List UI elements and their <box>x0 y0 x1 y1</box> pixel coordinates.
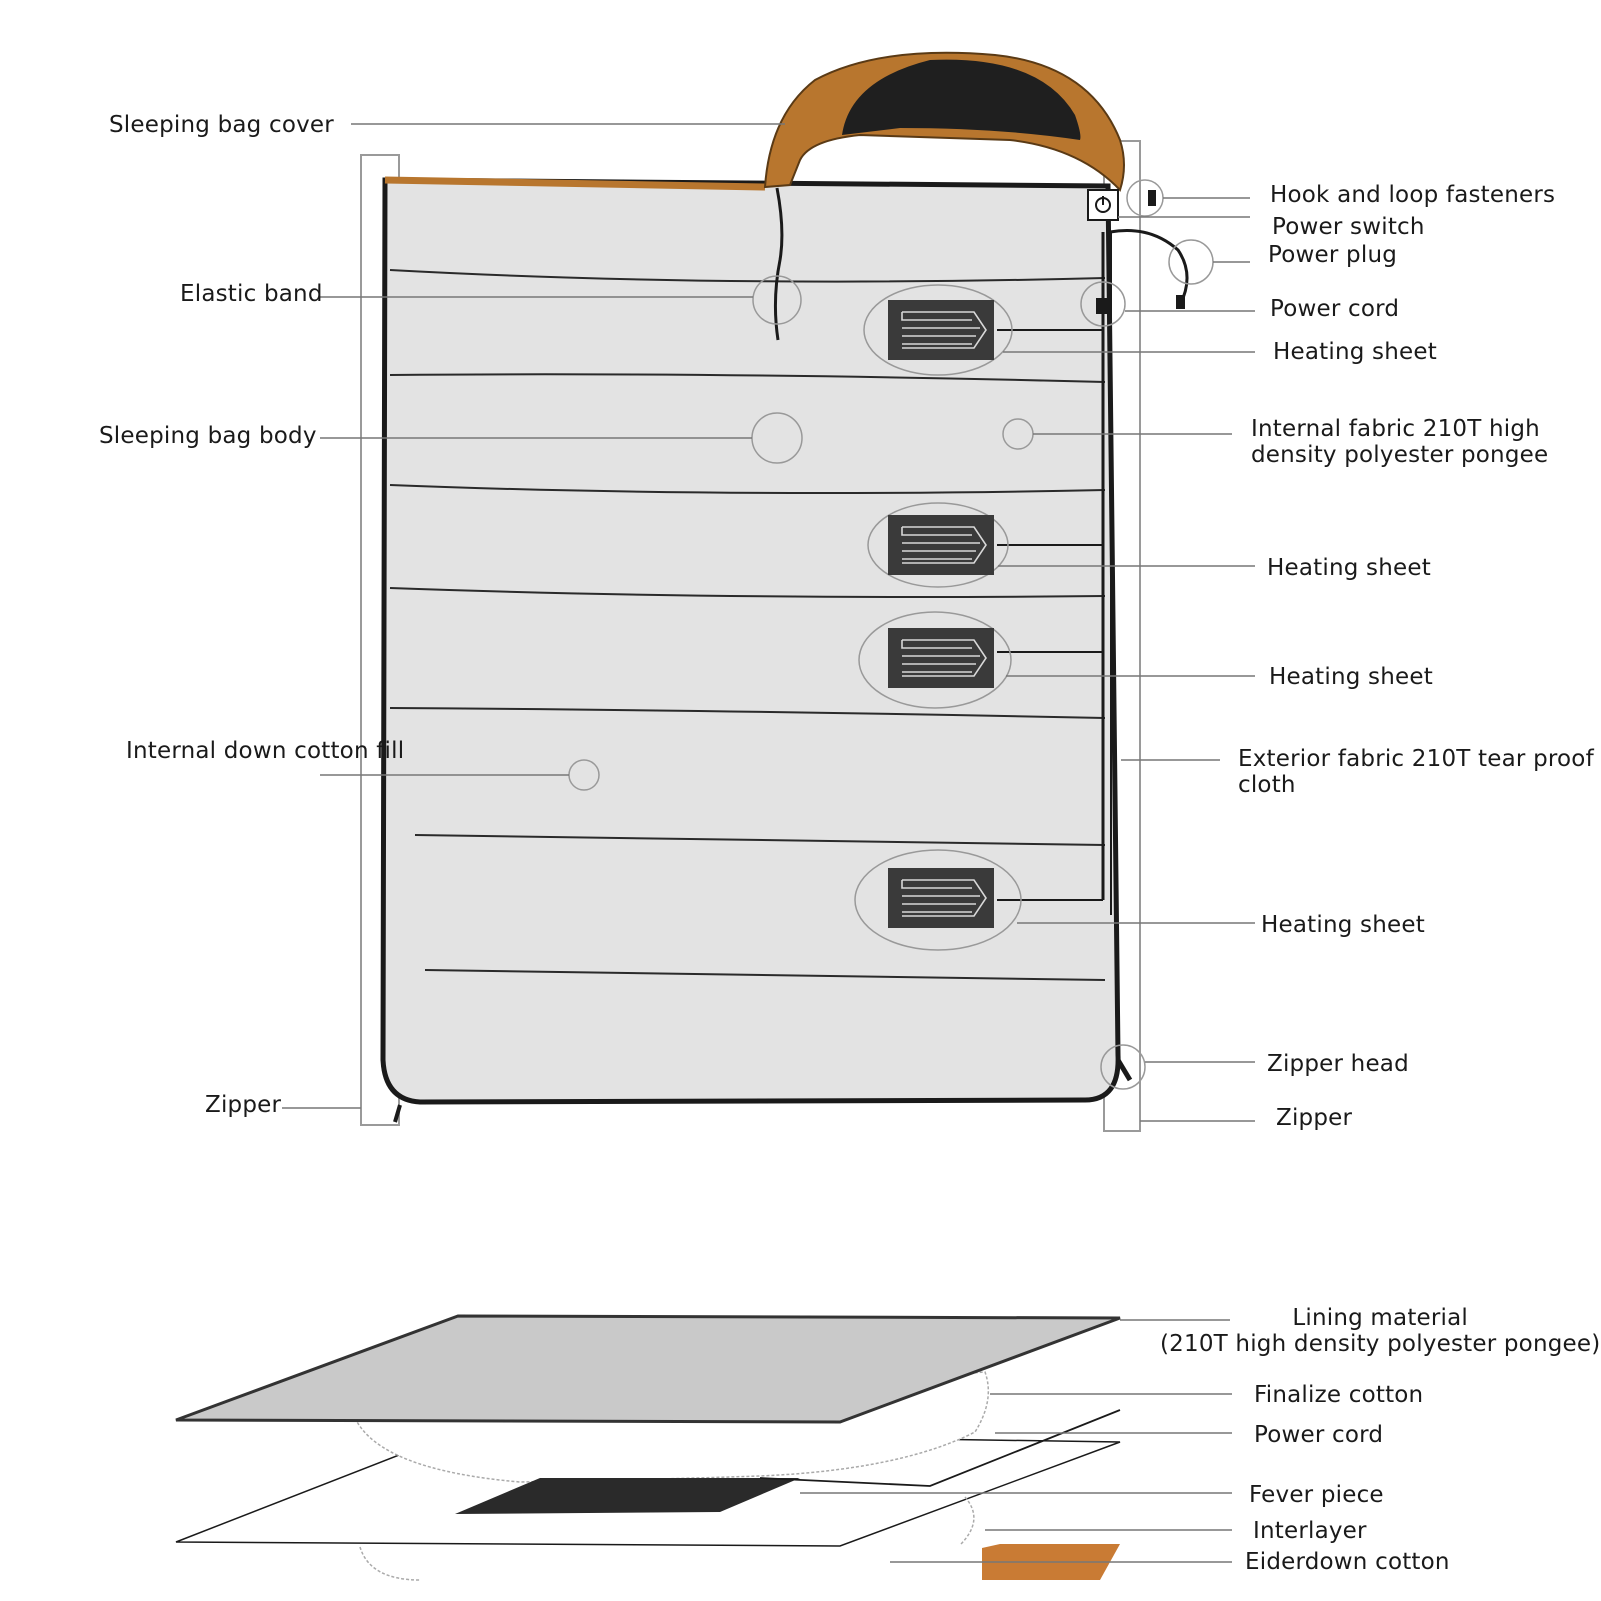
label-sleeping-bag-cover: Sleeping bag cover <box>109 112 334 138</box>
quilting-lines <box>389 269 1106 981</box>
label-zipper-left: Zipper <box>205 1092 282 1118</box>
label-power-plug: Power plug <box>1268 242 1398 268</box>
label-power-cord: Power cord <box>1270 296 1400 322</box>
label-interlayer: Interlayer <box>1253 1518 1367 1544</box>
layer-power-cord <box>759 1409 1121 1487</box>
internal-fabric-line1: Internal fabric 210T high <box>1251 416 1540 442</box>
cover-top-edge <box>384 176 766 191</box>
label-fever-piece: Fever piece <box>1249 1482 1384 1508</box>
label-lining-material: Lining material (210T high density polye… <box>1160 1305 1600 1357</box>
label-hook-and-loop-fasteners: Hook and loop fasteners <box>1270 182 1556 208</box>
elastic-band <box>773 187 784 341</box>
label-elastic-band: Elastic band <box>180 281 323 307</box>
label-zipper-head: Zipper head <box>1267 1051 1409 1077</box>
internal-fabric-line2: density polyester pongee <box>1251 442 1549 468</box>
lining-material <box>175 1314 1121 1424</box>
label-eiderdown-cotton: Eiderdown cotton <box>1245 1549 1450 1575</box>
power-plug-cord <box>1109 228 1189 306</box>
label-sleeping-bag-body: Sleeping bag body <box>99 423 317 449</box>
label-internal-fabric: Internal fabric 210T high density polyes… <box>1251 416 1548 468</box>
label-exterior-fabric: Exterior fabric 210T tear proof cloth <box>1238 746 1594 798</box>
fever-piece <box>455 1478 800 1514</box>
label-heating-sheet-2: Heating sheet <box>1267 555 1431 581</box>
leader-lines <box>282 123 1255 1122</box>
lining-material-line2: (210T high density polyester pongee) <box>1160 1331 1601 1357</box>
label-finalize-cotton: Finalize cotton <box>1254 1382 1424 1408</box>
hood-opening <box>842 59 1081 140</box>
label-internal-down-cotton-fill: Internal down cotton fill <box>126 738 405 764</box>
lining-material-line1: Lining material <box>1292 1305 1469 1331</box>
label-heating-sheet-3: Heating sheet <box>1269 664 1433 690</box>
sleeping-bag-body <box>380 177 1121 1105</box>
label-heating-sheet-4: Heating sheet <box>1261 912 1425 938</box>
label-heating-sheet-1: Heating sheet <box>1273 339 1437 365</box>
label-power-switch: Power switch <box>1272 214 1425 240</box>
layer-diagram <box>175 1314 1232 1581</box>
exterior-fabric-line1: Exterior fabric 210T tear proof <box>1238 746 1594 772</box>
exterior-fabric-line2: cloth <box>1238 772 1296 798</box>
label-layer-power-cord: Power cord <box>1254 1422 1384 1448</box>
label-zipper-right: Zipper <box>1276 1105 1353 1131</box>
